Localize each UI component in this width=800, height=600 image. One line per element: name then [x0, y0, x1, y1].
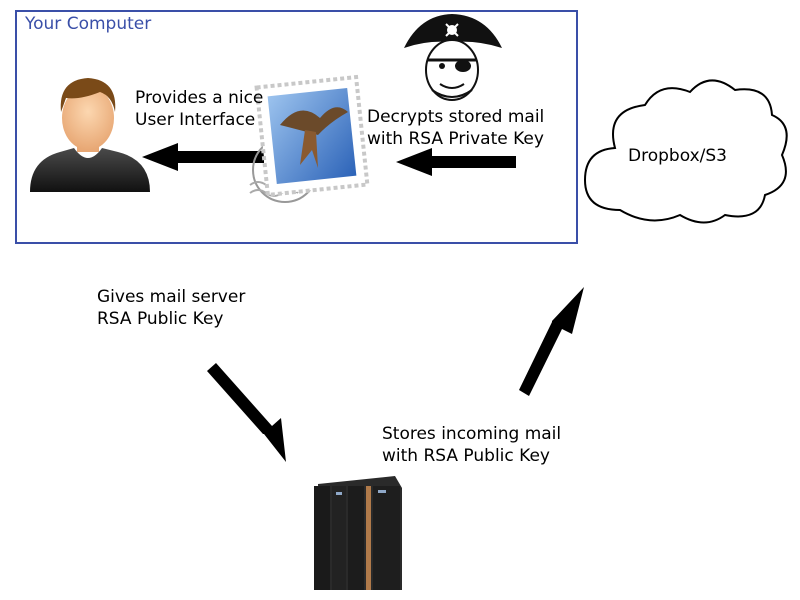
user-icon	[30, 78, 150, 192]
decrypts-caption: Decrypts stored mail with RSA Private Ke…	[367, 107, 545, 149]
stores-mail-caption: Stores incoming mail with RSA Public Key	[382, 424, 562, 466]
arrow-server-to-cloud	[519, 287, 584, 396]
provides-ui-caption: Provides a nice User Interface	[135, 88, 264, 130]
your-computer-title: Your Computer	[25, 14, 152, 34]
cloud-label: Dropbox/S3	[628, 146, 727, 166]
cloud-icon	[583, 79, 788, 224]
pirate-icon	[404, 14, 502, 101]
arrow-cloud-to-mail	[396, 148, 516, 176]
server-icon	[314, 476, 402, 590]
gives-key-caption: Gives mail server RSA Public Key	[97, 287, 246, 329]
your-computer-box	[15, 10, 578, 244]
arrow-mail-to-user	[142, 143, 264, 171]
mail-app-icon	[249, 74, 370, 203]
arrow-to-server	[207, 363, 286, 462]
